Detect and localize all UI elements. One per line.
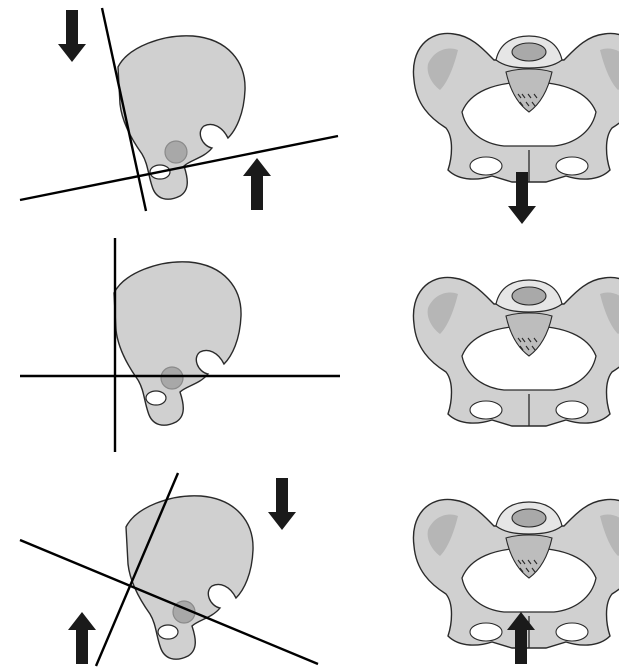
arrow-down-icon: [268, 478, 296, 530]
arrow-up-icon: [68, 612, 96, 664]
arrow-down-icon: [58, 10, 86, 62]
arrow-up-icon: [243, 158, 271, 210]
lateral-pelvis-posterior-tilt: [20, 473, 318, 666]
frontal-pelvis-posterior-tilt: [413, 499, 619, 664]
frontal-pelvis-anterior-tilt: [413, 33, 619, 224]
frontal-pelvis-neutral: [413, 277, 619, 426]
lateral-pelvis-anterior-tilt: [20, 8, 338, 211]
lateral-pelvis-neutral: [20, 238, 340, 452]
